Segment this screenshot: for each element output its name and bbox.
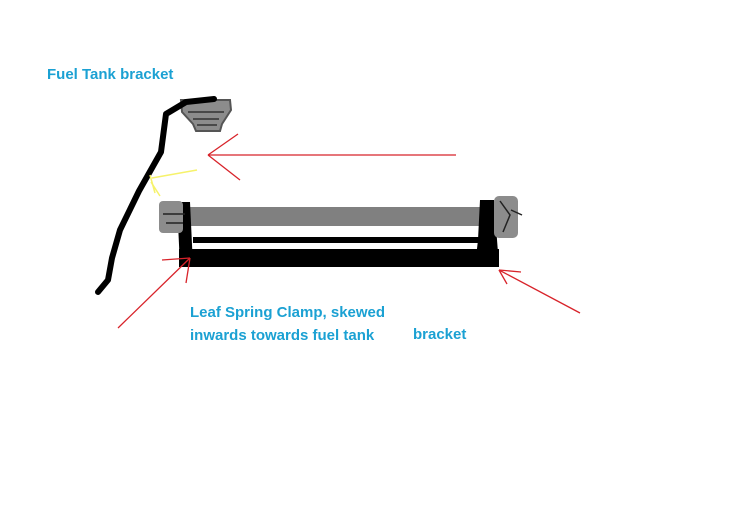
left-bolt-icon bbox=[159, 201, 185, 233]
arrow-to-bracket bbox=[207, 133, 456, 181]
leaf-spring-bar bbox=[186, 207, 483, 226]
fuel-line-hose bbox=[95, 96, 217, 295]
arrow-to-left-clamp bbox=[117, 257, 191, 329]
fuel-tank-bracket-label: Fuel Tank bracket bbox=[47, 66, 174, 83]
right-bolt-icon bbox=[494, 196, 523, 238]
arrow-to-right-clamp bbox=[498, 269, 581, 314]
contact-highlight bbox=[149, 169, 198, 197]
leaf-clamp-label-line3: bracket bbox=[413, 326, 467, 343]
fuel-tank-bracket-icon bbox=[179, 99, 233, 132]
leaf-clamp-label-line2: inwards towards fuel tank bbox=[190, 327, 375, 344]
leaf-clamp-label-line1: Leaf Spring Clamp, skewed bbox=[190, 304, 386, 321]
